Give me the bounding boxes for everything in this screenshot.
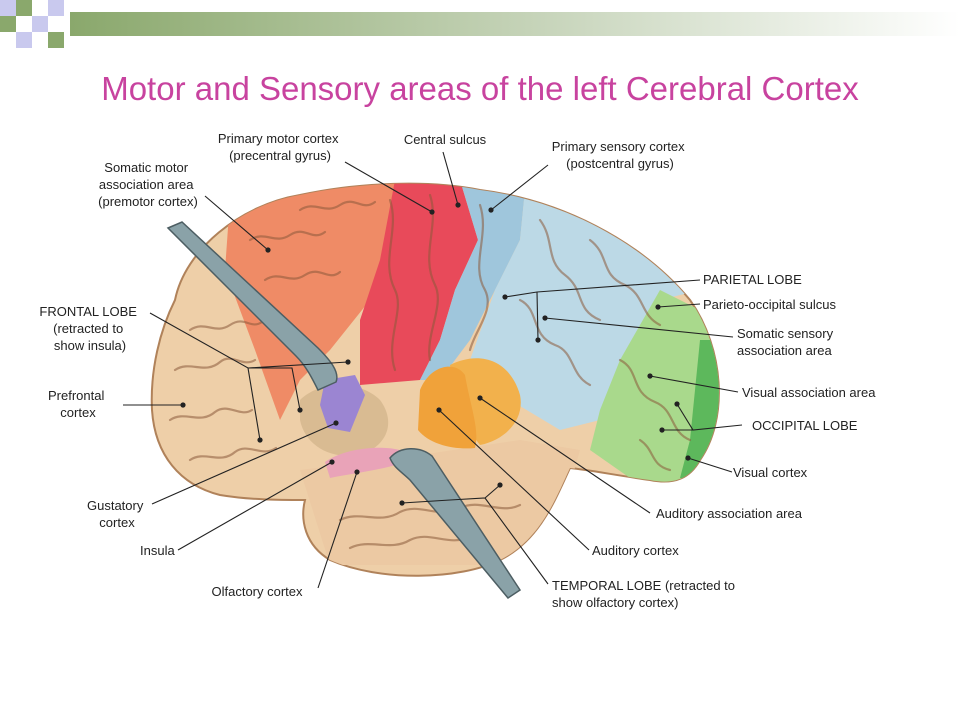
label-visual-association-area: Visual association area bbox=[742, 385, 876, 400]
deco-square bbox=[16, 32, 32, 48]
gyri-texture bbox=[168, 193, 692, 550]
deco-square bbox=[0, 0, 16, 16]
label-auditory-cortex: Auditory cortex bbox=[592, 543, 679, 558]
label-gustatory-cortex: Gustatory cortex bbox=[87, 498, 147, 530]
label-insula: Insula bbox=[140, 543, 175, 558]
deco-square bbox=[16, 0, 32, 16]
leader-dots bbox=[180, 202, 691, 506]
slide-title: Motor and Sensory areas of the left Cere… bbox=[101, 70, 859, 107]
label-prefrontal-cortex: Prefrontal cortex bbox=[48, 388, 108, 420]
deco-square bbox=[32, 16, 48, 32]
label-auditory-association-area: Auditory association area bbox=[656, 506, 803, 521]
label-parietal-lobe: PARIETAL LOBE bbox=[703, 272, 802, 287]
premotor-cortex-region bbox=[225, 183, 410, 420]
label-primary-motor-cortex: Primary motor cortex (precentral gyrus) bbox=[218, 131, 342, 163]
upper-retractor bbox=[166, 221, 338, 391]
label-central-sulcus: Central sulcus bbox=[404, 132, 487, 147]
label-olfactory-cortex: Olfactory cortex bbox=[211, 584, 303, 599]
primary-motor-region bbox=[360, 183, 478, 385]
label-temporal-lobe: TEMPORAL LOBE (retracted to show olfacto… bbox=[552, 578, 739, 610]
deco-square bbox=[48, 0, 64, 16]
leader-lines bbox=[123, 151, 743, 589]
auditory-cortex-region bbox=[418, 366, 477, 449]
label-parieto-occipital-sulcus: Parieto-occipital sulcus bbox=[703, 297, 836, 312]
olfactory-cortex-region bbox=[325, 447, 400, 478]
deco-square bbox=[0, 16, 16, 32]
primary-sensory-region bbox=[420, 183, 525, 380]
label-somatic-motor-association: Somatic motor association area (premotor… bbox=[98, 160, 198, 209]
deco-square bbox=[48, 32, 64, 48]
label-frontal-lobe: FRONTAL LOBE (retracted to show insula) bbox=[39, 304, 140, 353]
label-somatic-sensory-association: Somatic sensory association area bbox=[737, 326, 837, 358]
label-visual-cortex: Visual cortex bbox=[733, 465, 808, 480]
lower-retractor bbox=[389, 448, 522, 599]
label-occipital-lobe: OCCIPITAL LOBE bbox=[752, 418, 858, 433]
slide-decoration bbox=[0, 0, 960, 48]
label-primary-sensory-cortex: Primary sensory cortex (postcentral gyru… bbox=[552, 139, 689, 171]
deco-gradient-bar bbox=[70, 12, 960, 36]
gustatory-cortex-region bbox=[320, 375, 365, 432]
